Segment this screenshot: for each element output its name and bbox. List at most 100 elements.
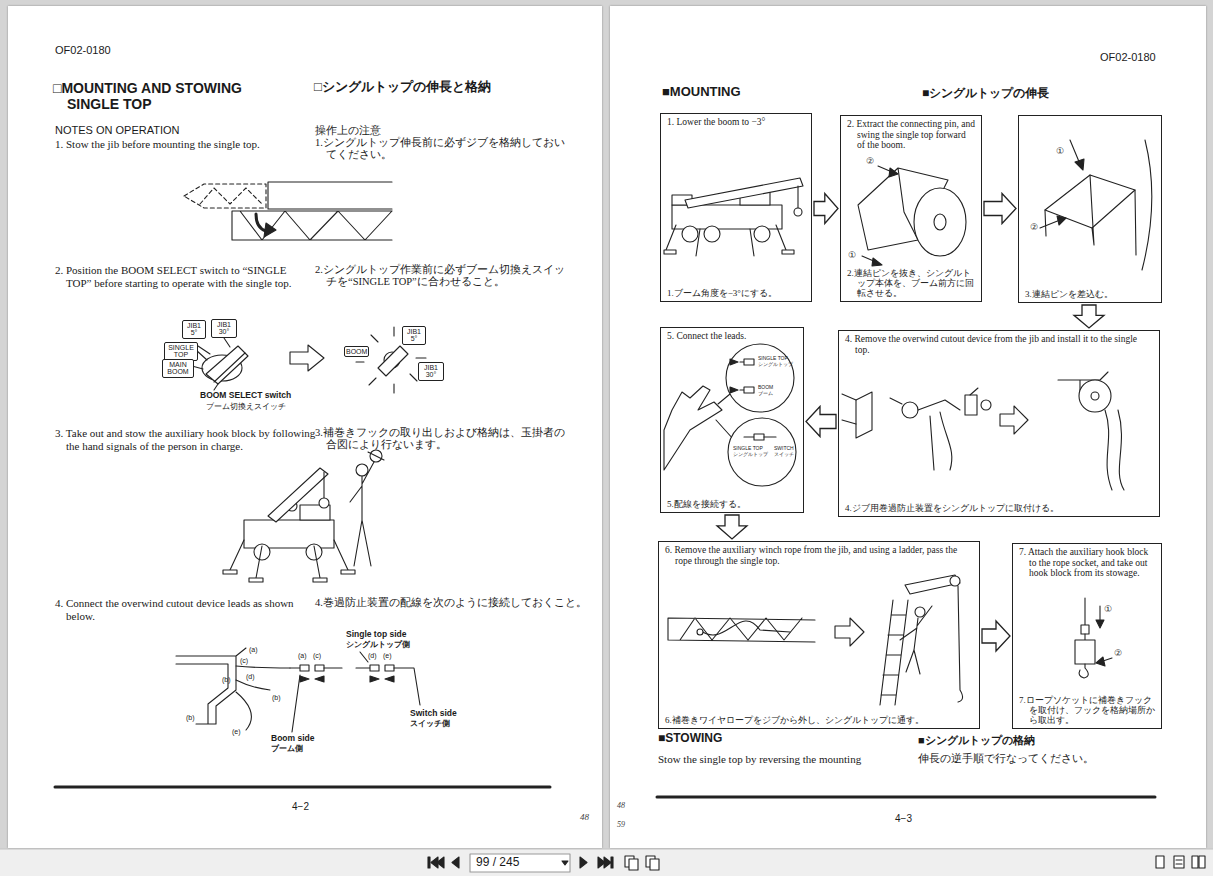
callout-number: ② — [1114, 648, 1122, 658]
jib-boom-figure-part — [232, 211, 392, 240]
flow-arrow — [806, 407, 836, 437]
overwind-device-figure-part — [965, 395, 977, 415]
crane-figure-part — [682, 226, 698, 242]
lead-tag: スイッチ — [774, 452, 794, 457]
page-input-box-part — [562, 861, 568, 865]
boom-select-switch-part — [214, 353, 245, 382]
overwind-device-figure-part — [842, 394, 856, 424]
crane-figure-part — [685, 178, 803, 208]
overwind-leads-figure-part — [394, 668, 420, 705]
crane-figure — [664, 178, 803, 256]
section-heading: ■MOUNTING — [662, 85, 741, 100]
single-top-swing-figure-part — [934, 214, 946, 230]
jib-boom-figure-part — [264, 223, 276, 237]
nav-first-button-part — [437, 857, 444, 868]
lead-connect-figure-part — [754, 434, 764, 440]
boom-select-switch-part — [356, 327, 426, 393]
lead-tag: SWITCH — [774, 446, 794, 451]
connecting-pin-figure-part — [1142, 140, 1152, 270]
rope-ladder-figure-part — [880, 600, 908, 705]
step-box: 2. Extract the connecting pin, and swing… — [840, 115, 982, 302]
flow-arrow — [814, 194, 838, 224]
hook-block-figure — [1075, 598, 1112, 678]
nav-prev-button — [452, 857, 459, 868]
hook-block-figure-part — [1075, 640, 1095, 664]
step-box: 6. Remove the auxiliary winch rope from … — [658, 541, 980, 729]
callout-number: ① — [1056, 146, 1064, 156]
crane-signal-figure-part — [356, 464, 368, 476]
rope-ladder-figure-part — [668, 618, 815, 642]
page-number: 4−3 — [895, 813, 912, 825]
lead-tag: シングルトップ — [758, 362, 793, 367]
step-caption-ja: 7.ロープソケットに補巻きフックを取付け、フックを格納場所から取出す。 — [1019, 695, 1155, 725]
hook-block-figure-part — [1079, 664, 1088, 678]
step-caption: 1. Lower the boom to −3° — [667, 117, 805, 128]
overwind-leads-figure-part — [315, 665, 324, 671]
crane-signal-figure-part — [368, 452, 384, 460]
lead-connect-figure-part — [716, 394, 734, 440]
view-icon-part — [629, 859, 638, 870]
step-caption-ja: 4.ジブ用巻過防止装置をシングルトップに取付ける。 — [845, 503, 1153, 513]
lead-letter: (e) — [232, 728, 241, 736]
note-text: 4. Connect the overwind cutout device le… — [55, 597, 306, 622]
layout-icon-part — [1156, 856, 1164, 868]
step-box: 1. Lower the boom to −3° 1.ブーム角度を−3°にする。 — [660, 113, 812, 302]
lead-connect-figure-part — [744, 359, 754, 365]
lead-connect-figure-part — [726, 344, 794, 412]
lead-connect-figure-part — [730, 387, 738, 393]
step-box: 3.連結ピンを差込む。 — [1018, 115, 1162, 303]
overwind-leads-figure-part — [292, 652, 368, 732]
overwind-leads-figure-part — [370, 665, 379, 671]
jib-boom-figure-part — [184, 184, 266, 208]
step-caption-ja: 1.ブーム角度を−3°にする。 — [667, 288, 805, 298]
switch-position: BOOM — [344, 346, 369, 357]
step-box: 4. Remove the overwind cutout device fro… — [838, 330, 1160, 517]
lead-tag: SINGLE TOP — [733, 446, 763, 451]
toolbar-bar-part — [0, 849, 1213, 876]
overwind-device-figure-part — [1091, 392, 1099, 400]
callout-number: ① — [1104, 604, 1112, 614]
crane-figure-part — [782, 250, 794, 254]
rope-ladder-figure-part — [835, 618, 864, 646]
overwind-device-figure-part — [902, 402, 918, 418]
connecting-pin-figure-part — [1057, 216, 1066, 225]
crane-figure-part — [664, 250, 676, 254]
note-text: 2. Position the BOOM SELECT switch to “S… — [55, 264, 311, 289]
note-text: 3. Take out and stow the auxiliary hook … — [55, 427, 316, 452]
side-label: シングルトップ側 — [346, 640, 410, 649]
rope-ladder-figure — [668, 575, 963, 705]
page-rule-part — [657, 796, 1155, 799]
boom-select-switch-part — [290, 345, 324, 371]
crane-signal-figure-part — [223, 570, 237, 574]
nav-last-button-part — [604, 857, 611, 868]
step-caption: 2. Extract the connecting pin, and swing… — [847, 119, 975, 151]
rope-ladder-figure-part — [950, 576, 960, 586]
lead-letter: (a) — [298, 652, 307, 660]
side-label: Single top side — [346, 630, 406, 640]
overwind-leads-figure — [176, 648, 420, 732]
boom-select-switch-part — [206, 346, 248, 384]
part-name: BOOM SELECT switch — [200, 391, 291, 401]
lead-letter: (b) — [222, 676, 231, 684]
layout-icon-part — [1192, 856, 1198, 868]
flow-arrow — [717, 515, 747, 539]
switch-position: JIB1 5° — [182, 320, 206, 339]
overwind-leads-figure-part — [315, 676, 324, 682]
overwind-leads-figure-part — [300, 676, 309, 682]
section-heading: ■STOWING — [658, 732, 722, 746]
nav-last-button — [598, 857, 613, 868]
side-label: Boom side — [271, 734, 314, 744]
rope-ladder-figure-part — [900, 606, 932, 674]
side-label: ブーム側 — [271, 744, 303, 753]
nav-first-button — [428, 857, 444, 868]
lead-connect-figure-part — [730, 359, 738, 365]
body-text: 伸長の逆手順で行なってください。 — [918, 753, 1094, 765]
hook-block-figure-part — [1096, 657, 1105, 666]
step-box: 5. Connect the leads.5.配線を接続する。 — [660, 327, 804, 513]
jib-boom-figure — [184, 182, 392, 240]
overwind-device-figure-part — [1000, 406, 1028, 434]
note-text: 4.巻過防止装置の配線を次のように接続しておくこと。 — [315, 597, 587, 609]
lead-letter: (a) — [249, 646, 258, 654]
page-number: 4−2 — [292, 801, 309, 813]
nav-next-button — [580, 857, 587, 868]
